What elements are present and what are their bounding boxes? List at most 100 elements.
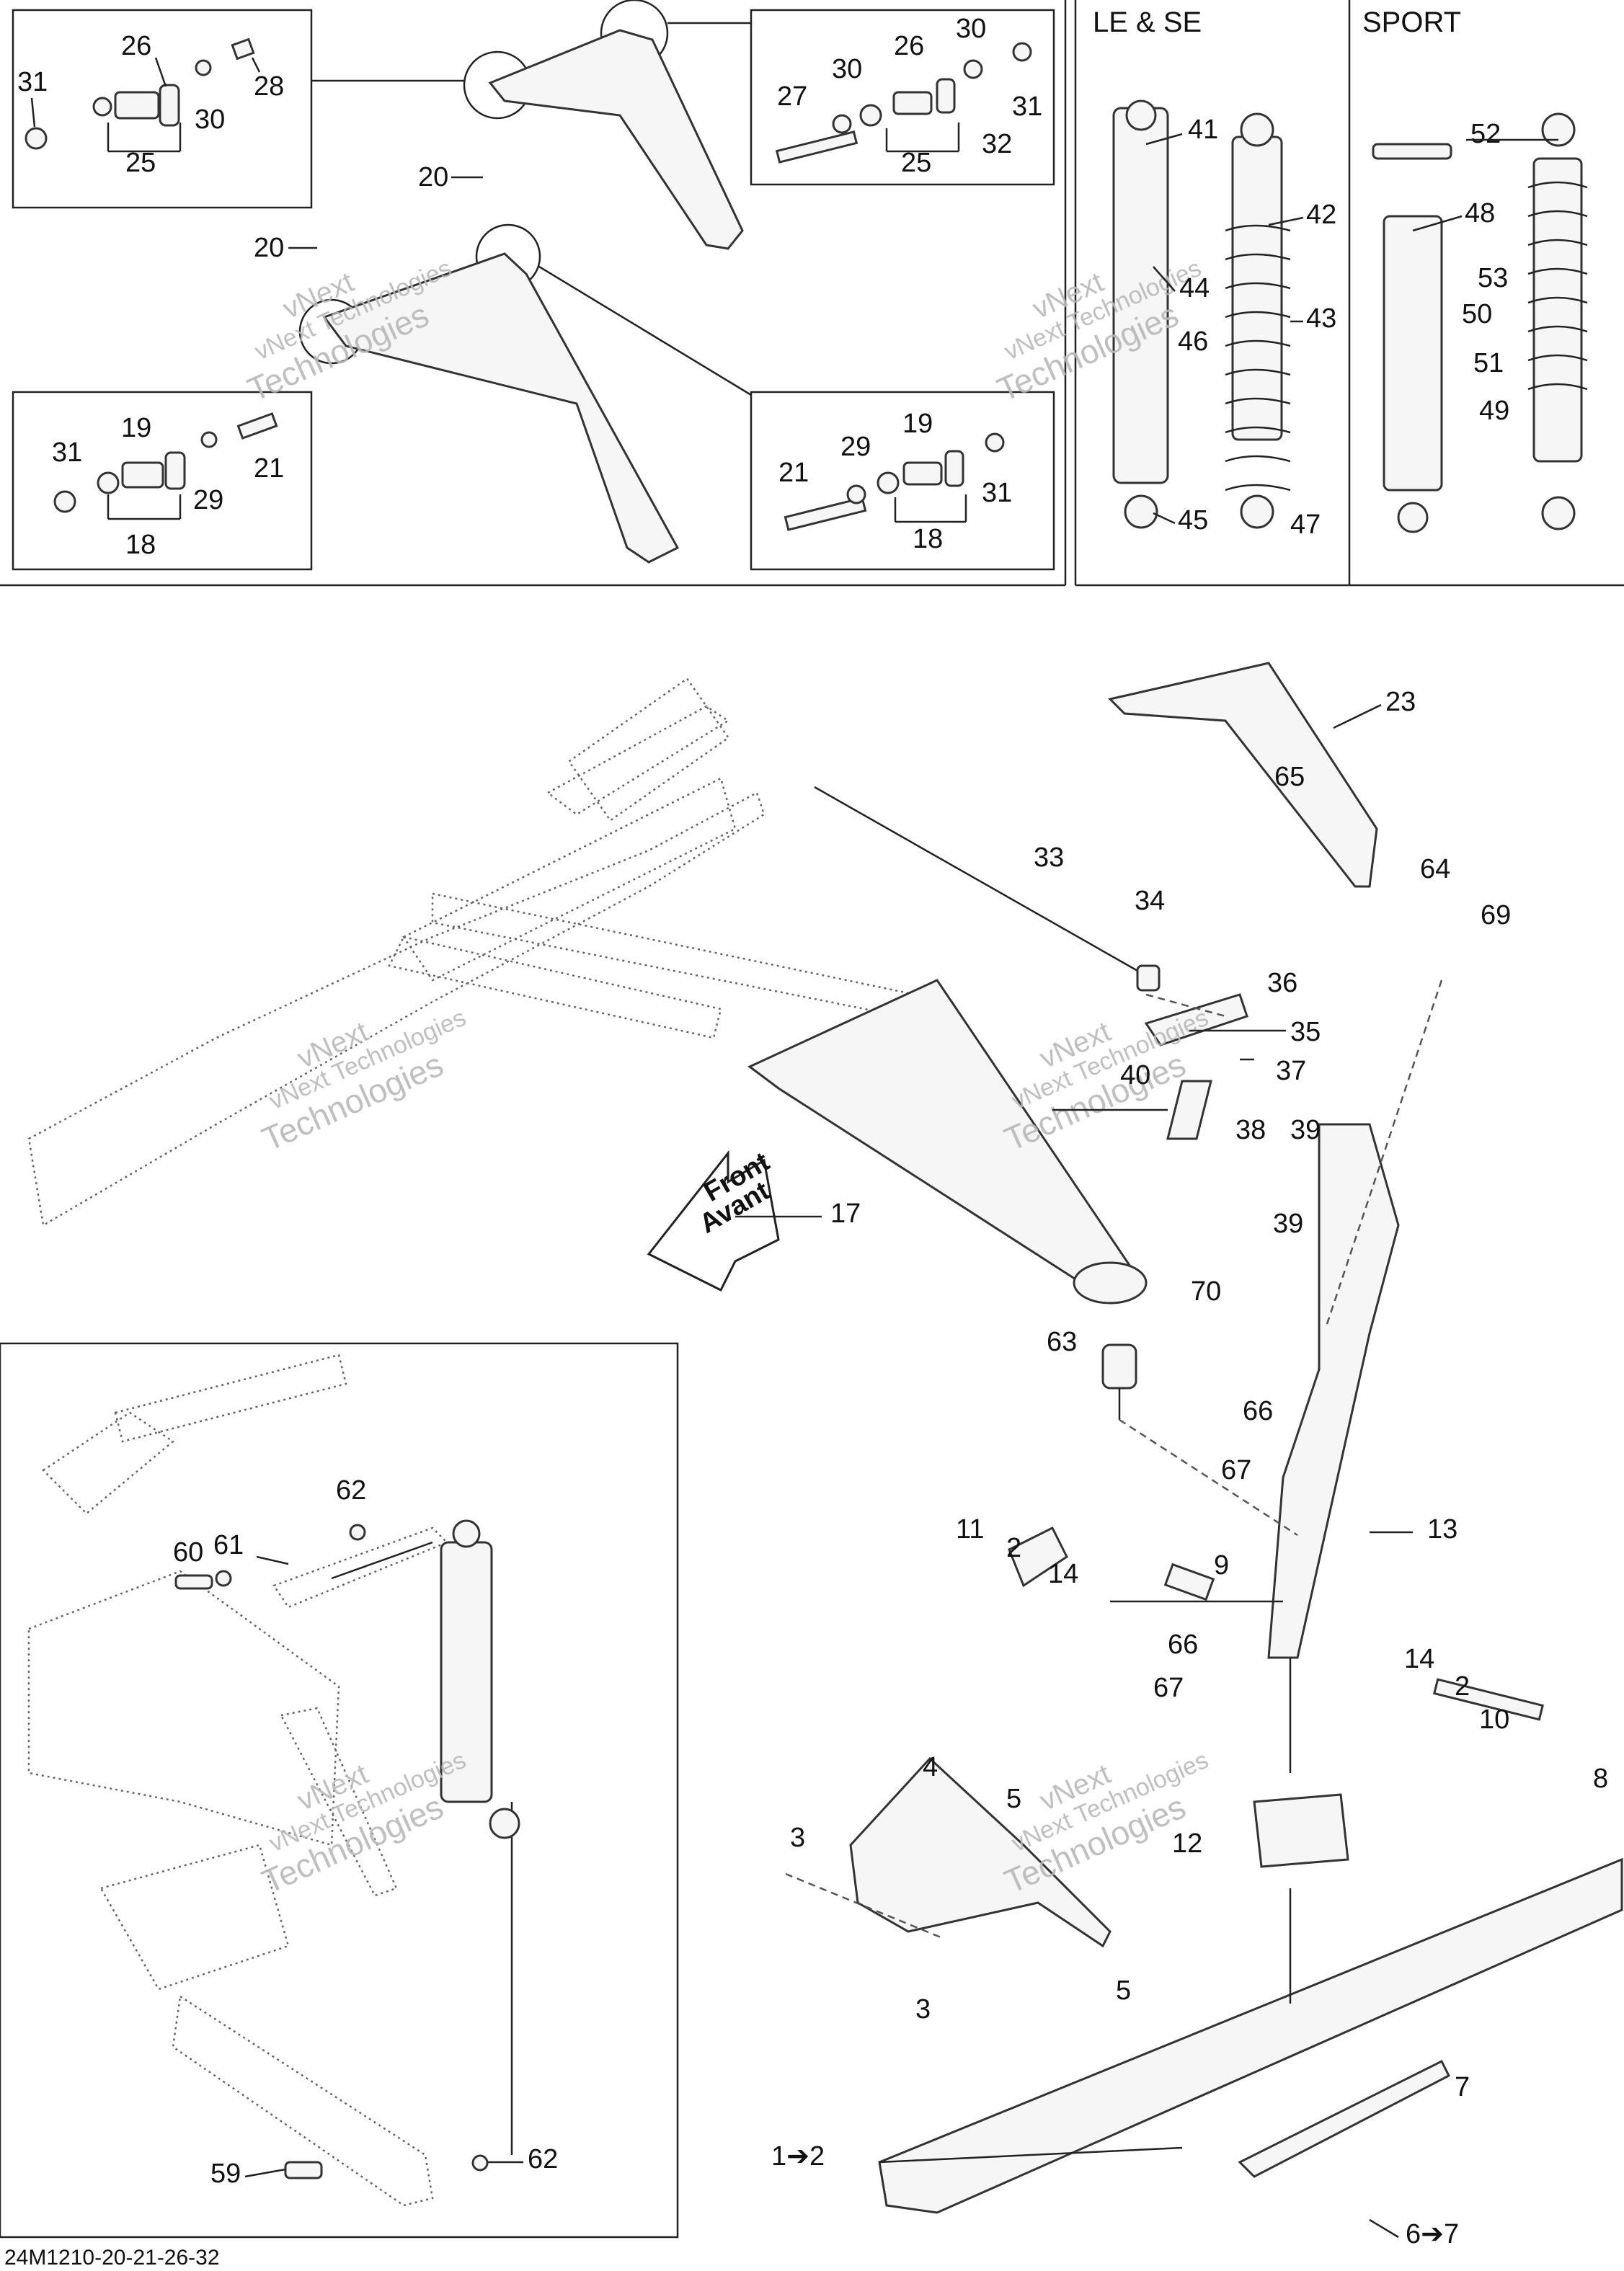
callout-label: 67 (1221, 1455, 1251, 1485)
callout-label: 64 (1420, 854, 1450, 884)
callout-label: 59 (210, 2159, 241, 2189)
callout-label: 3 (790, 1823, 805, 1853)
callout-label: 20 (254, 233, 284, 263)
callout-label: 67 (1153, 1673, 1184, 1703)
upper-a-arm-top (311, 0, 751, 250)
callout-label: 8 (1593, 1764, 1608, 1794)
callout-label: 31 (17, 67, 48, 97)
callout-label: 33 (1034, 843, 1064, 873)
assembly-leader-lines (331, 979, 1443, 2155)
callout-label: 18 (125, 530, 156, 560)
callout-label: 28 (254, 71, 284, 102)
callout-label: 6➔7 (1406, 2219, 1459, 2249)
callout-label: 32 (982, 129, 1012, 159)
callout-label: 25 (125, 148, 156, 178)
callout-label: 62 (336, 1475, 366, 1506)
callout-label: 30 (832, 54, 862, 84)
callout-label: 38 (1235, 1115, 1266, 1145)
callout-label: 34 (1135, 886, 1165, 916)
callout-label: 29 (193, 485, 223, 515)
callout-label: 46 (1178, 326, 1208, 357)
callout-label: 3 (915, 1994, 931, 2025)
callout-label: 53 (1478, 263, 1508, 293)
callout-label: 51 (1473, 348, 1504, 378)
callout-label: 39 (1290, 1115, 1321, 1145)
callout-label: 14 (1404, 1644, 1434, 1674)
callout-label: 49 (1479, 396, 1509, 426)
callout-label: 66 (1243, 1396, 1273, 1426)
callout-label: 25 (901, 148, 931, 178)
callout-label: 31 (982, 478, 1012, 508)
inset-lower-bushing-right (750, 391, 1055, 571)
callout-label: 21 (778, 458, 809, 488)
callout-label: 7 (1455, 2072, 1470, 2102)
callout-label: 23 (1385, 687, 1416, 717)
callout-label: 63 (1047, 1327, 1077, 1357)
callout-label: 29 (840, 432, 871, 462)
inset-lower-bushing-left (12, 391, 313, 571)
callout-label: 44 (1179, 273, 1210, 303)
callout-label: 5 (1006, 1784, 1021, 1814)
callout-label: 11 (956, 1514, 984, 1545)
callout-label: 52 (1470, 119, 1501, 149)
callout-label: 47 (1290, 510, 1321, 540)
bushing-glyphs (25, 37, 1032, 531)
panel-header-sport: SPORT (1362, 6, 1461, 38)
callout-label: 18 (913, 524, 943, 554)
callout-label: 66 (1168, 1630, 1198, 1660)
callout-label: 14 (1048, 1559, 1078, 1589)
inset-frame-detail (0, 1342, 679, 2239)
callout-label: 36 (1267, 968, 1297, 998)
callout-label: 20 (418, 162, 448, 192)
callout-label: 40 (1120, 1060, 1150, 1090)
callout-leaders (30, 57, 1558, 2239)
callout-label: 35 (1290, 1017, 1321, 1047)
callout-label: 69 (1481, 900, 1511, 930)
lower-a-arm-top (298, 223, 752, 564)
callout-label: 30 (195, 105, 225, 135)
callout-label: 31 (52, 437, 82, 468)
callout-label: 42 (1306, 200, 1336, 230)
callout-label: 45 (1178, 505, 1208, 535)
callout-label: 39 (1273, 1209, 1303, 1239)
callout-labels: 26 31 28 30 25 20 20 30 26 30 27 31 32 2… (17, 14, 1608, 2249)
callout-label: 43 (1306, 303, 1336, 334)
inset-upper-bushing-left (12, 9, 313, 209)
callout-label: 26 (121, 31, 151, 61)
callout-label: 2 (1455, 1671, 1470, 1702)
reference-chassis-dotted (27, 677, 918, 1227)
callout-label: 21 (254, 453, 284, 484)
callout-label: 26 (894, 31, 924, 61)
callout-label: 60 (173, 1537, 203, 1568)
panel-header-le-se: LE & SE (1093, 6, 1202, 38)
callout-label: 27 (777, 81, 807, 112)
front-direction-arrow: Front Avant (647, 1147, 780, 1292)
callout-label: 5 (1116, 1976, 1131, 2006)
inset-upper-bushing-right (750, 9, 1055, 186)
callout-label: 41 (1188, 115, 1218, 145)
shock-assemblies (1112, 99, 1588, 533)
callout-label: 4 (923, 1752, 938, 1782)
callout-label: 37 (1276, 1056, 1306, 1086)
callout-label: 30 (956, 14, 986, 44)
callout-label: 19 (902, 409, 933, 439)
callout-label: 50 (1462, 299, 1492, 329)
watermarks: vNext Technologies vNext Technologies vN… (242, 254, 1212, 1901)
drawing-reference-code: 24M1210-20-21-26-32 (4, 2246, 220, 2270)
callout-label: 19 (121, 413, 151, 443)
frame-detail-parts (27, 1354, 520, 2207)
callout-label: 10 (1479, 1705, 1509, 1735)
callout-label: 61 (213, 1530, 244, 1560)
callout-label: 65 (1274, 762, 1305, 792)
callout-label: 9 (1214, 1550, 1229, 1581)
callout-label: 2 (1006, 1533, 1021, 1563)
callout-label: 13 (1427, 1514, 1457, 1545)
callout-label: 31 (1012, 92, 1042, 122)
callout-label: 62 (528, 2144, 558, 2174)
callout-label: 70 (1191, 1276, 1221, 1307)
callout-label: 1➔2 (771, 2141, 825, 2172)
callout-label: 17 (830, 1199, 861, 1229)
